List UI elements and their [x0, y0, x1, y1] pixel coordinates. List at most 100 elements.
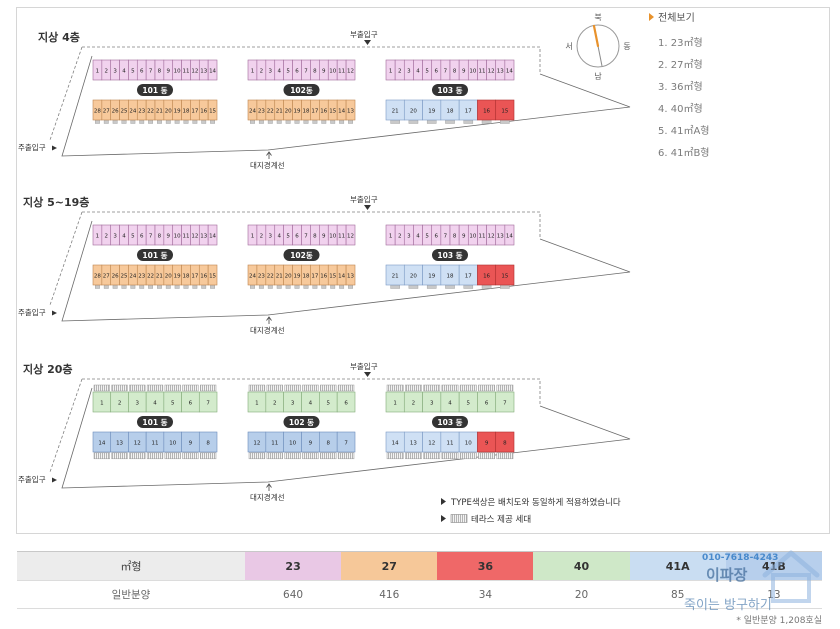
type-header-label: ㎡형 [17, 551, 245, 581]
unit-number: 17 [191, 274, 198, 280]
menu-item-27[interactable]: 2. 27㎡형 [658, 59, 703, 71]
building-name: 102동 [290, 251, 313, 260]
building-name: 102 동 [289, 418, 314, 427]
unit-number: 14 [98, 441, 105, 447]
plan-panel [16, 7, 830, 534]
unit-number: 11 [479, 234, 486, 240]
unit-number: 12 [191, 234, 198, 240]
balcony-tab [130, 284, 136, 289]
balcony-tab [121, 119, 127, 124]
unit-number: 22 [267, 109, 274, 115]
unit-number: 10 [469, 234, 476, 240]
unit-number: 2 [260, 69, 264, 75]
menu-item-23[interactable]: 1. 23㎡형 [658, 37, 703, 49]
building-name: 101 동 [142, 418, 167, 427]
building-name-pill [283, 249, 320, 261]
terrace-block [478, 384, 495, 392]
unit-number: 14 [392, 441, 399, 447]
balcony-tab [303, 119, 309, 124]
balcony-tab [103, 119, 109, 124]
unit-number: 16 [483, 109, 490, 115]
balcony-tab [165, 284, 171, 289]
unit-number: 12 [347, 234, 354, 240]
unit-number: 11 [183, 69, 190, 75]
unit-number: 10 [174, 234, 181, 240]
unit-number: 15 [209, 109, 216, 115]
note-bullet-icon [441, 515, 446, 522]
unit-number: 1 [96, 234, 100, 240]
unit-number: 14 [209, 69, 216, 75]
unit-number: 21 [392, 109, 399, 115]
compass-north-label: 북 [594, 13, 601, 22]
unit-number: 6 [435, 69, 439, 75]
main-entrance-arrow-icon [52, 145, 57, 151]
unit-number: 20 [285, 109, 292, 115]
menu-item-36[interactable]: 3. 36㎡형 [658, 81, 703, 93]
terrace-block [405, 452, 422, 460]
unit-cell [207, 59, 218, 81]
unit-cell [336, 391, 356, 413]
unit-number: 21 [276, 274, 283, 280]
type-header-27: 27 [341, 551, 438, 581]
balcony-tab [210, 284, 215, 289]
unit-number: 5 [286, 69, 290, 75]
site-outline-dashed [49, 211, 83, 306]
unit-number: 26 [112, 274, 119, 280]
menu-item-all[interactable]: 전체보기 [658, 12, 695, 24]
unit-number: 10 [469, 69, 476, 75]
balcony-tab [258, 119, 264, 124]
unit-number: 9 [189, 441, 193, 447]
unit-number: 18 [447, 274, 454, 280]
unit-number: 17 [191, 109, 198, 115]
unit-number: 9 [167, 69, 171, 75]
unit-number: 5 [286, 234, 290, 240]
unit-number: 23 [138, 109, 145, 115]
balcony-tab [148, 119, 153, 124]
balcony-tab [121, 284, 127, 289]
unit-cell [198, 431, 218, 453]
unit-number: 7 [206, 401, 210, 407]
balcony-tab [463, 119, 474, 124]
menu-item-41a[interactable]: 5. 41㎡A형 [658, 125, 710, 137]
balcony-tab [112, 284, 118, 289]
site-outline-dashed [82, 211, 541, 239]
unit-number: 27 [103, 109, 110, 115]
unit-number: 8 [158, 69, 162, 75]
balcony-tab [103, 284, 109, 289]
unit-number: 20 [165, 109, 172, 115]
site-outline-dashed [82, 46, 541, 74]
balcony-tab [174, 284, 180, 289]
balcony-tab [339, 284, 345, 289]
terrace-block [337, 384, 355, 392]
terrace-block [146, 452, 164, 460]
building-name: 103 동 [437, 86, 462, 95]
unit-number: 5 [327, 401, 331, 407]
boundary-arrow-icon [266, 483, 272, 491]
terrace-block [302, 452, 319, 460]
menu-item-41b[interactable]: 6. 41㎡B형 [658, 147, 710, 159]
unit-number: 9 [322, 69, 326, 75]
unit-number: 7 [304, 69, 308, 75]
site-outline-dashed [49, 46, 83, 141]
building-name: 101 동 [142, 86, 167, 95]
menu-item-40[interactable]: 4. 40㎡형 [658, 103, 703, 115]
unit-number: 6 [295, 234, 299, 240]
unit-number: 20 [165, 274, 172, 280]
unit-number: 19 [174, 274, 181, 280]
site-outline-dashed [82, 378, 541, 406]
unit-number: 16 [200, 274, 207, 280]
unit-cell [198, 391, 218, 413]
unit-number: 3 [407, 234, 411, 240]
unit-number: 5 [467, 401, 471, 407]
balcony-tab [174, 119, 180, 124]
terrace-block [248, 452, 266, 460]
unit-number: 28 [94, 109, 101, 115]
unit-number: 13 [497, 234, 504, 240]
